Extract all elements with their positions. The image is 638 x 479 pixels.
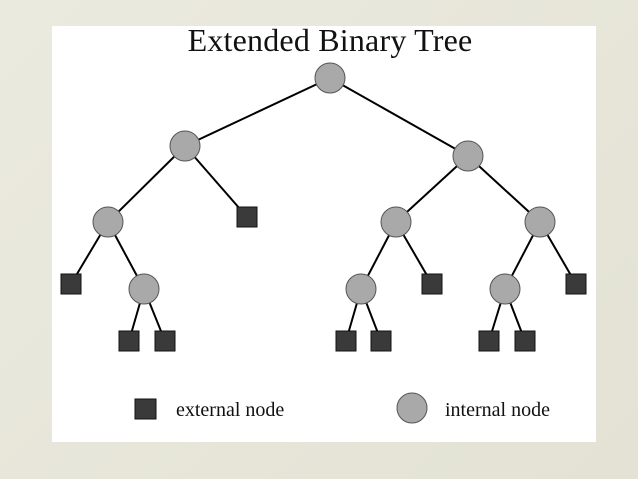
tree-edge-n3-n7 [467,155,541,223]
internal-node-n4 [92,206,124,238]
legend-internal-node-icon [396,392,428,424]
external-node-e5 [118,330,140,352]
legend-external-node-icon [134,398,157,420]
external-node-e3 [421,273,443,295]
internal-node-n1 [314,62,346,94]
diagram-title: Extended Binary Tree [187,22,473,58]
internal-node-n5 [128,273,160,305]
content-panel [52,26,596,442]
internal-node-n8 [345,273,377,305]
internal-node-n3 [452,140,484,172]
external-node-e4 [565,273,587,295]
internal-node-n6 [380,206,412,238]
internal-node-n9 [489,273,521,305]
external-node-e2 [60,273,82,295]
tree-edge-n3-n6 [395,155,469,223]
external-node-e7 [335,330,357,352]
internal-node-n2 [169,130,201,162]
external-node-e8 [370,330,392,352]
internal-node-n7 [524,206,556,238]
nodes-layer [60,62,587,352]
external-node-e9 [478,330,500,352]
tree-edge-n1-n2 [184,77,331,147]
legend-external-label: external node [176,399,285,421]
external-node-e10 [514,330,536,352]
tree-edge-n2-e1 [184,145,248,218]
external-node-e1 [236,206,258,228]
legend-internal-label: internal node [445,399,550,421]
tree-edge-n2-n4 [107,145,186,223]
tree-edge-n1-n3 [329,77,469,157]
external-node-e6 [154,330,176,352]
